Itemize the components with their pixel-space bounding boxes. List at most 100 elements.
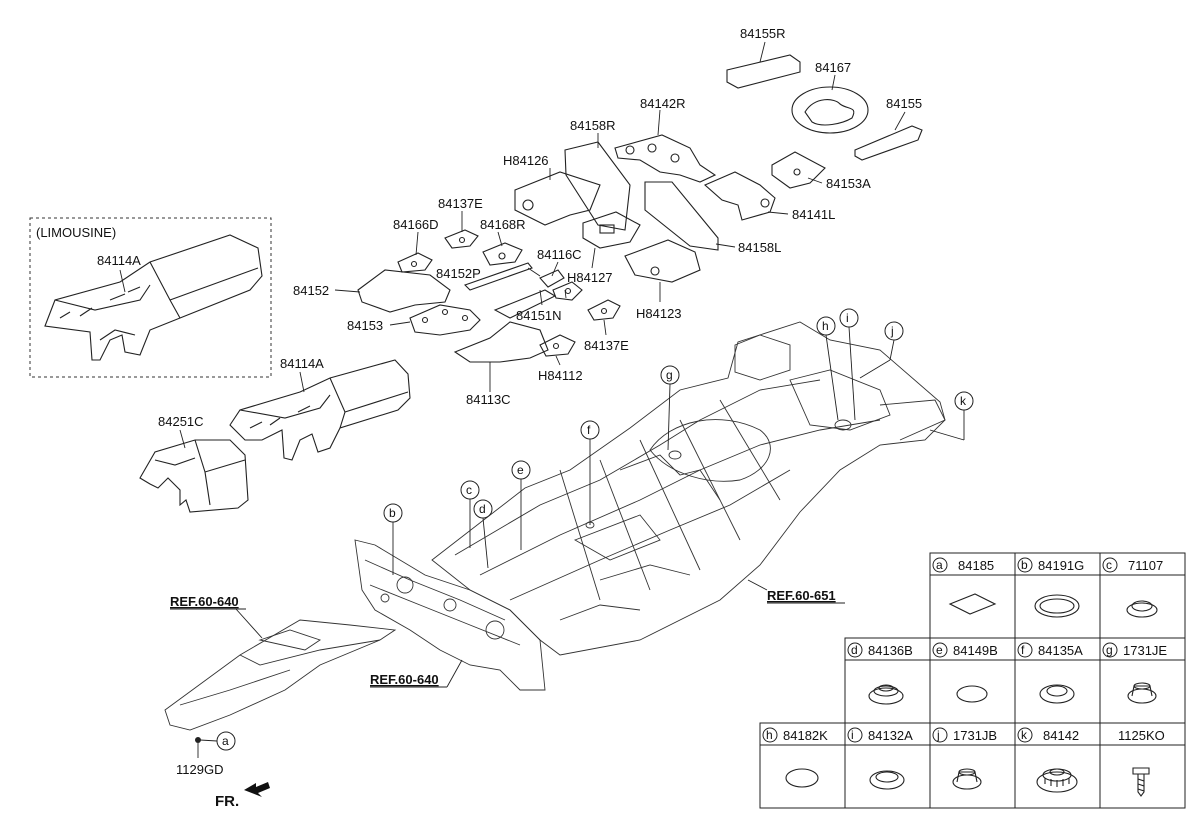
ref-60-651-label: REF.60-651: [767, 588, 836, 603]
svg-text:84149B: 84149B: [953, 643, 998, 658]
limousine-tunnel-part: [44, 234, 263, 361]
parts-legend-table: [759, 552, 1186, 809]
svg-text:g: g: [1106, 643, 1113, 657]
label-84153: 84153: [347, 318, 383, 333]
ref-60-640-label: REF.60-640: [370, 672, 439, 687]
svg-text:j: j: [890, 324, 894, 338]
svg-text:1731JB: 1731JB: [953, 728, 997, 743]
label-84151N: 84151N: [516, 308, 562, 323]
limousine-box: [29, 217, 272, 378]
callout-g: g: [660, 365, 680, 451]
legend-cell-e: e 84149B: [932, 642, 998, 703]
label-84114A: 84114A: [280, 356, 324, 371]
svg-text:j: j: [936, 728, 940, 742]
label-84116C: 84116C: [537, 247, 582, 262]
svg-text:84142: 84142: [1043, 728, 1079, 743]
label-84158L: 84158L: [738, 240, 781, 255]
label-84167: 84167: [815, 60, 851, 75]
insulator-pads: [357, 54, 923, 363]
callout-d: d: [473, 499, 493, 569]
label-84114A: 84114A: [97, 253, 141, 268]
front-side-member: [164, 619, 397, 731]
svg-text:a: a: [222, 734, 229, 748]
svg-text:i: i: [851, 728, 854, 742]
svg-text:f: f: [1021, 643, 1025, 657]
label-84251C: 84251C: [158, 414, 204, 429]
limousine-label: (LIMOUSINE): [36, 225, 116, 240]
label-84166D: 84166D: [393, 217, 439, 232]
oval-pad-icon: [785, 768, 819, 788]
label-84158R: 84158R: [570, 118, 616, 133]
front-arrow-icon: [244, 782, 270, 797]
label-84168R: 84168R: [480, 217, 526, 232]
svg-text:d: d: [479, 502, 486, 516]
svg-text:c: c: [466, 483, 472, 497]
callout-b: b: [383, 503, 403, 575]
label-84142R: 84142R: [640, 96, 686, 111]
leader-lines: [334, 41, 906, 392]
svg-text:e: e: [936, 643, 943, 657]
callout-i: i: [839, 308, 859, 421]
svg-text:84136B: 84136B: [868, 643, 913, 658]
legend-cell-f: f 84135A: [1017, 642, 1083, 704]
svg-text:h: h: [822, 319, 829, 333]
svg-text:d: d: [851, 643, 858, 657]
callout-a: a: [199, 731, 236, 751]
label-84113C: 84113C: [466, 392, 511, 407]
callout-e: e: [511, 460, 531, 550]
svg-text:84132A: 84132A: [868, 728, 913, 743]
dash-insulator-part: [139, 439, 249, 513]
svg-text:i: i: [846, 311, 849, 325]
svg-text:1731JE: 1731JE: [1123, 643, 1167, 658]
label-84153A: 84153A: [826, 176, 871, 191]
round-grommet-icon: [869, 770, 905, 790]
oval-pad-icon: [956, 685, 988, 703]
legend-cell-k: k 84142: [1017, 727, 1079, 793]
ref-60-640-label: REF.60-640: [170, 594, 239, 609]
svg-text:71107: 71107: [1128, 558, 1163, 573]
legend-cell-a: a 84185: [932, 557, 997, 615]
bolt-icon: [1132, 767, 1150, 797]
svg-text:g: g: [666, 368, 673, 382]
front-label: FR.: [215, 793, 239, 810]
label-84141L: 84141L: [792, 207, 835, 222]
cap-plug-icon: [1127, 682, 1157, 704]
svg-text:b: b: [1021, 558, 1028, 572]
callout-j: j: [859, 321, 904, 379]
flat-pad-icon: [948, 593, 997, 615]
svg-text:84185: 84185: [958, 558, 994, 573]
label-84152: 84152: [293, 283, 329, 298]
toothed-grommet-icon: [1036, 768, 1078, 793]
legend-cell-1125KO: 1125KO: [1118, 728, 1165, 797]
svg-text:h: h: [766, 728, 773, 742]
label-84137E: 84137E: [584, 338, 629, 353]
label-H84126: H84126: [503, 153, 549, 168]
svg-text:84135A: 84135A: [1038, 643, 1083, 658]
callout-c: c: [460, 480, 480, 548]
callout-h: h: [816, 316, 839, 421]
legend-cell-c: c 71107: [1102, 557, 1163, 618]
legend-cell-h: h 84182K: [762, 727, 828, 788]
label-H84123: H84123: [636, 306, 682, 321]
svg-text:84191G: 84191G: [1038, 558, 1084, 573]
svg-text:a: a: [936, 558, 943, 572]
svg-text:f: f: [587, 423, 591, 437]
svg-text:c: c: [1106, 558, 1112, 572]
svg-text:k: k: [960, 394, 967, 408]
legend-cell-b: b 84191G: [1017, 557, 1084, 618]
large-grommet-icon: [1034, 594, 1080, 618]
svg-text:b: b: [389, 506, 396, 520]
label-84155R: 84155R: [740, 26, 786, 41]
label-1129GD: 1129GD: [176, 762, 223, 777]
label-H84112: H84112: [538, 368, 583, 383]
svg-text:k: k: [1021, 728, 1028, 742]
svg-text:e: e: [517, 463, 524, 477]
ribbed-grommet-icon: [868, 684, 904, 705]
label-84137E: 84137E: [438, 196, 483, 211]
bolt-1129gd: [195, 737, 201, 758]
legend-cell-d: d 84136B: [847, 642, 913, 705]
tunnel-insulator-part: [229, 359, 411, 461]
floor-pan-assembly: [431, 321, 946, 656]
svg-text:84182K: 84182K: [783, 728, 828, 743]
